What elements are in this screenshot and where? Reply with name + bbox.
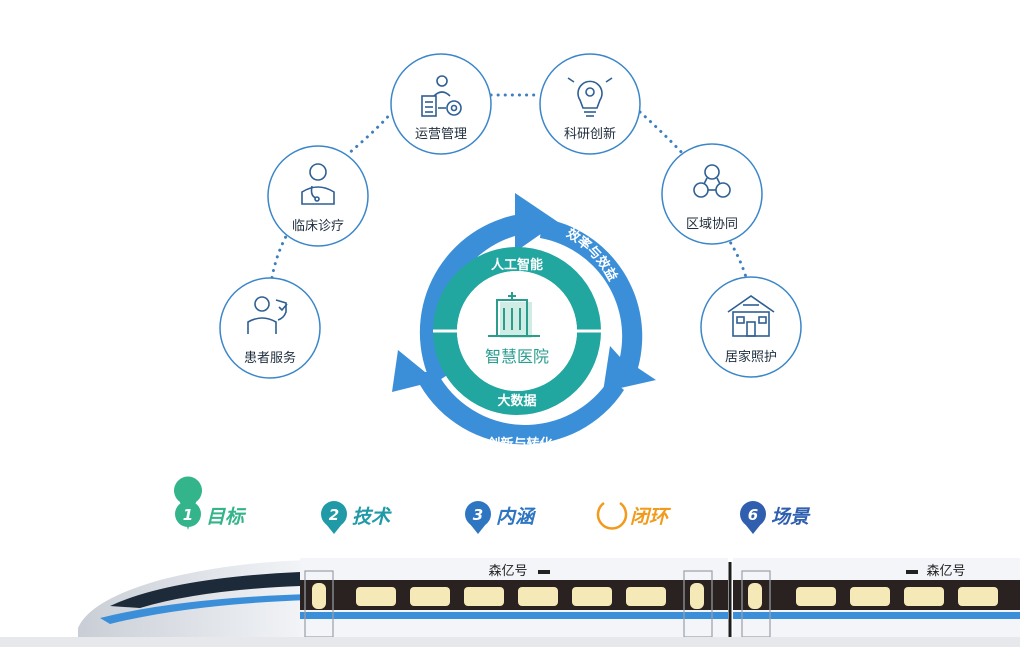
badge-closed-loop: 闭环: [596, 501, 672, 530]
patient-service-icon: [247, 296, 288, 334]
badge-number: 6: [748, 506, 758, 524]
badge-connotation: 3 内涵: [465, 501, 536, 534]
regional-network-icon: [693, 164, 731, 198]
node-label: 临床诊疗: [292, 219, 344, 234]
operations-icon: [421, 75, 462, 117]
node-regional: 区域协同: [661, 143, 763, 245]
node-home-care: 居家照护: [700, 276, 802, 378]
badge-label: 场景: [771, 506, 811, 528]
badge-number: 2: [329, 506, 339, 524]
cycle-label-innovation: 创新与转化: [486, 436, 552, 452]
train: 森亿号 森亿号: [0, 558, 1020, 647]
badge-label: 内涵: [496, 506, 536, 528]
train-windows: [312, 583, 998, 609]
badge-goal: 1 目标: [173, 476, 247, 530]
ring-label-ai: 人工智能: [491, 257, 543, 273]
train-car-1-label: 森亿号: [488, 564, 527, 579]
center-label: 智慧医院: [485, 347, 549, 366]
train-car-2-label: 森亿号: [926, 564, 965, 579]
cycle-arrow-efficiency: [540, 218, 656, 392]
cycle-arrows: [392, 193, 656, 445]
node-label: 区域协同: [686, 217, 738, 232]
cycle-arrow-quality: [419, 193, 558, 385]
badge-label: 技术: [352, 506, 392, 528]
cycle-arrow-innovation: [392, 350, 624, 445]
node-label: 患者服务: [244, 350, 296, 366]
node-patient-service: 患者服务: [219, 277, 321, 379]
badge-label: 闭环: [630, 506, 672, 528]
node-label: 科研创新: [564, 126, 616, 142]
badge-scene: 6 场景: [740, 501, 811, 534]
loop-icon: [596, 501, 628, 530]
badge-number: 3: [473, 506, 483, 524]
node-operations: 运营管理: [390, 53, 492, 155]
hospital-icon: [488, 292, 540, 338]
doctor-icon: [301, 163, 335, 205]
badge-number: 1: [183, 506, 193, 524]
research-bulb-icon: [567, 77, 613, 117]
node-label: 居家照护: [725, 349, 777, 365]
node-label: 运营管理: [415, 127, 467, 142]
ring-label-bigdata: 大数据: [497, 393, 536, 409]
home-care-icon: [727, 295, 775, 337]
node-research: 科研创新: [539, 53, 641, 155]
badge-label: 目标: [206, 506, 247, 528]
node-clinical: 临床诊疗: [267, 145, 369, 247]
badge-tech: 2 技术: [321, 501, 392, 534]
